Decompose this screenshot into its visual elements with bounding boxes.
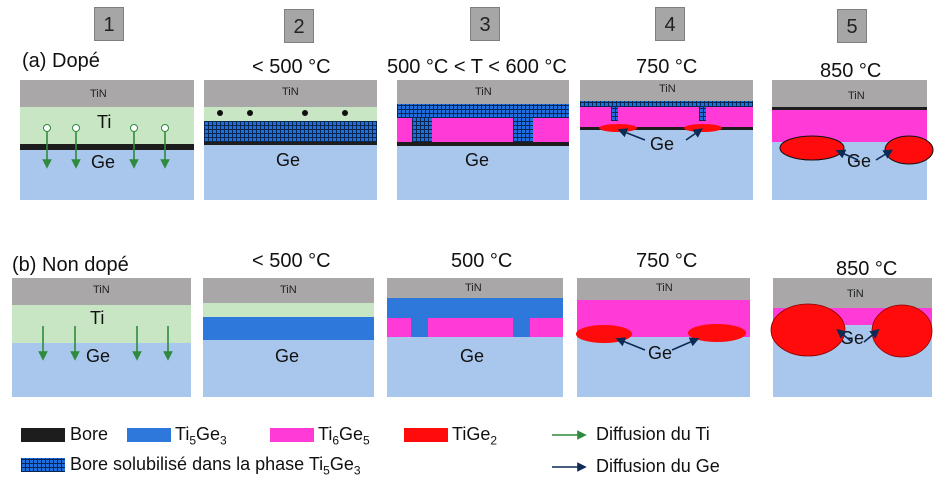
tin-label: TiN <box>848 90 865 102</box>
tin-label: TiN <box>90 88 107 100</box>
ge-substrate <box>577 337 750 397</box>
tin-layer <box>397 80 569 104</box>
legend-swatch-bore-soluble <box>21 458 65 472</box>
ti5ge3-boron-layer <box>580 101 753 107</box>
row-b-temp-3: 500 °C <box>451 250 513 272</box>
ge-label: Ge <box>276 150 301 170</box>
row-a-temp-5: 850 °C <box>820 60 882 82</box>
step-number-4: 4 <box>655 7 685 41</box>
ge-diffusion-arrows <box>836 328 880 343</box>
step-number-3: 3 <box>470 7 500 41</box>
legend-swatch-ti6ge5 <box>270 428 314 442</box>
legend-label-bore-soluble: Bore solubilisé dans la phase Ti5Ge3 <box>70 454 361 478</box>
tin-label: TiN <box>282 86 299 98</box>
ti6ge5-layer <box>580 107 753 127</box>
tin-layer <box>577 278 750 300</box>
ge-diffusion-arrows <box>615 337 700 351</box>
tin-layer <box>20 80 194 107</box>
ti5ge3-column <box>411 318 428 337</box>
tin-label: TiN <box>847 288 864 300</box>
ge-diffusion-arrows <box>835 149 894 161</box>
row-a-temp-4: 750 °C <box>636 56 698 78</box>
boron-dots <box>43 124 169 132</box>
legend-swatch-ti5ge3 <box>127 428 171 442</box>
tin-label: TiN <box>659 83 676 95</box>
ge-substrate <box>397 146 569 200</box>
legend-label-diff-ti: Diffusion du Ti <box>596 424 710 444</box>
ti-label: Ti <box>90 308 105 328</box>
tin-label: TiN <box>280 284 297 296</box>
ge-substrate <box>580 130 753 200</box>
tin-layer <box>12 278 191 305</box>
tin-layer <box>773 278 932 308</box>
ge-diffusion-arrows <box>617 128 703 141</box>
step-number-5: 5 <box>837 9 867 43</box>
ti5ge3-column <box>513 318 530 337</box>
ge-substrate <box>204 145 377 200</box>
ti-diffusion-arrows <box>38 326 173 361</box>
tin-layer <box>203 278 374 303</box>
row-a-temp-2: < 500 °C <box>252 56 331 78</box>
tin-layer <box>204 80 377 107</box>
legend-swatch-bore <box>21 428 65 442</box>
ti5ge3-layer <box>203 317 374 340</box>
tin-label: TiN <box>656 282 673 294</box>
ti5ge3-boron-column <box>611 107 618 121</box>
bore-layer <box>580 127 753 130</box>
row-a-temp-3: 500 °C < T < 600 °C <box>387 56 567 78</box>
row-b-temp-4: 750 °C <box>636 250 698 272</box>
boron-dots <box>217 110 348 116</box>
bore-layer <box>20 144 194 150</box>
step-number-2: 2 <box>284 9 314 43</box>
tin-layer <box>772 80 927 107</box>
ge-label: Ge <box>275 346 300 366</box>
ti5ge3-boron-column <box>513 118 533 142</box>
legend-swatch-tige2 <box>404 428 448 442</box>
ti-layer <box>12 305 191 343</box>
ge-substrate <box>203 340 374 397</box>
legend-label-tige2: TiGe2 <box>452 424 498 448</box>
tige2-grains <box>770 303 933 358</box>
ge-label: Ge <box>847 151 872 171</box>
ti-layer <box>203 303 374 317</box>
ge-label: Ge <box>648 343 673 363</box>
ge-label: Ge <box>91 152 116 172</box>
ti-diffusion-arrows <box>42 132 170 169</box>
ti-layer <box>204 107 377 121</box>
row-b-temp-5: 850 °C <box>836 258 898 280</box>
ti5ge3-layer <box>387 298 563 318</box>
bore-layer <box>772 107 927 110</box>
row-a-label: (a) Dopé <box>22 50 100 72</box>
legend-label-ti6ge5: Ti6Ge5 <box>318 424 370 448</box>
ti5ge3-boron-column <box>412 118 432 142</box>
ti5ge3-boron-column <box>699 107 706 121</box>
row-b-label: (b) Non dopé <box>12 254 129 276</box>
ge-label: Ge <box>650 134 675 154</box>
legend-label-diff-ge: Diffusion du Ge <box>596 456 720 476</box>
ti5ge3-boron-layer <box>397 104 569 118</box>
step-number-1: 1 <box>94 7 124 41</box>
legend-label-bore: Bore <box>70 424 109 444</box>
row-b-temp-2: < 500 °C <box>252 250 331 272</box>
bore-layer <box>204 142 377 145</box>
legend-label-ti5ge3: Ti5Ge3 <box>175 424 227 448</box>
tin-label: TiN <box>475 86 492 98</box>
ge-substrate <box>387 337 563 397</box>
ge-label: Ge <box>465 150 490 170</box>
bore-layer <box>397 142 569 146</box>
ti5ge3-boron-layer <box>204 121 377 142</box>
tin-label: TiN <box>93 284 110 296</box>
ti-label: Ti <box>97 112 112 132</box>
tin-label: TiN <box>465 282 482 294</box>
ge-label: Ge <box>460 346 485 366</box>
tin-layer <box>580 80 753 101</box>
tin-layer <box>387 278 563 298</box>
ge-label: Ge <box>86 346 111 366</box>
